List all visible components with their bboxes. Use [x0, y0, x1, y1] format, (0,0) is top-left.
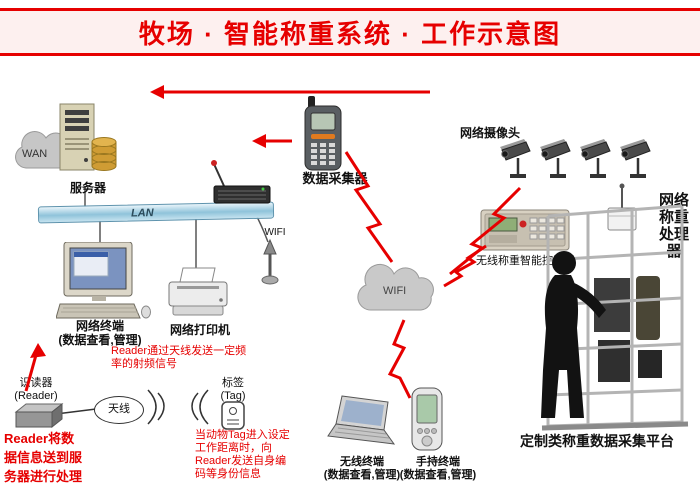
- wireless-terminal-label: 无线终端 (数据查看,管理): [314, 456, 410, 481]
- person-silhouette-icon: [541, 251, 606, 418]
- wireless-terminal-node: [326, 394, 400, 456]
- tag-label-line1: 标签: [222, 377, 244, 389]
- handheld-scanner-icon: [304, 96, 342, 171]
- tag-label-line2: (Tag): [220, 389, 246, 402]
- handheld-terminal-label: 手持终端 (数据查看,管理): [390, 456, 486, 481]
- handheld-terminal-label-line1: 手持终端: [416, 456, 460, 468]
- reader-node: [12, 402, 64, 430]
- antenna-node: 天线: [94, 396, 144, 424]
- network-camera-label: 网络摄像头: [459, 126, 520, 140]
- network-printer-label: 网络打印机: [169, 323, 230, 337]
- wireless-terminal-label-line2: (数据查看,管理): [323, 468, 401, 481]
- cctv-camera-icon: [500, 139, 651, 178]
- server-node: [52, 102, 124, 182]
- reader-label: 识读器 (Reader): [8, 377, 64, 402]
- network-terminal-label: 网络终端 (数据查看,管理): [40, 319, 160, 348]
- rfid-tag-icon: [221, 401, 245, 430]
- printer-icon: [168, 267, 228, 316]
- annotation-reader-to-server: Reader将数据信息送到服务器进行处理: [4, 431, 83, 484]
- tag-node: [216, 400, 250, 432]
- router-node: [210, 158, 274, 208]
- wifi-cloud-label: WIFI: [383, 285, 406, 297]
- network-printer-node: [163, 266, 235, 322]
- data-collector-label: 数据采集器: [302, 171, 368, 186]
- network-terminal-label-line1: 网络终端: [75, 319, 124, 333]
- network-terminal-node: [56, 242, 152, 322]
- data-collector-node: [302, 96, 348, 172]
- wifi-antenna-node: [258, 238, 282, 290]
- wifi-cloud-node: WIFI: [348, 258, 440, 320]
- radio-wave-icon: [147, 389, 157, 425]
- radio-wave-icon: [191, 392, 199, 421]
- radio-wave-icon: [157, 392, 165, 421]
- desktop-computer-icon: [56, 242, 151, 319]
- tag-label: 标签 (Tag): [208, 377, 258, 402]
- reader-box-icon: [14, 402, 64, 429]
- handheld-terminal-node: [406, 386, 448, 454]
- arrowhead-icon: [150, 85, 164, 99]
- radio-wave-icon: [199, 389, 209, 425]
- platform-antenna-node: [596, 182, 644, 236]
- title-banner: 牧场 · 智能称重系统 · 工作示意图: [0, 8, 700, 56]
- operator-person: [522, 248, 614, 426]
- camera-row: [500, 138, 662, 186]
- annotation-reader-rf: Reader通过天线发送一定频率的射频信号: [111, 345, 247, 370]
- network-terminal-label-line2: (数据查看,管理): [58, 332, 142, 347]
- pda-icon: [411, 387, 443, 451]
- laptop-icon: [327, 395, 396, 445]
- antenna-box-icon: [607, 183, 637, 231]
- router-icon: [211, 160, 271, 204]
- wireless-terminal-label-line1: 无线终端: [340, 456, 384, 468]
- antenna-stick-icon: [261, 238, 279, 285]
- cloud-icon: WIFI: [357, 263, 434, 311]
- handheld-terminal-label-line2: (数据查看,管理): [399, 468, 477, 481]
- reader-label-line1: 识读器: [19, 377, 53, 389]
- arrowhead-icon: [252, 134, 266, 148]
- lightning-bolt-icon: [344, 151, 394, 263]
- server-label: 服务器: [69, 181, 106, 195]
- wan-label: WAN: [22, 148, 47, 160]
- reader-label-line2: (Reader): [14, 389, 58, 402]
- wifi-antenna-label: WIFI: [264, 227, 286, 238]
- annotation-tag-behavior: 当动物Tag进入设定工作距离时，向Reader发送自身编码等身份信息: [195, 429, 290, 480]
- platform-label: 定制类称重数据采集平台: [520, 433, 674, 449]
- server-icon: [59, 103, 117, 171]
- page-title: 牧场 · 智能称重系统 · 工作示意图: [138, 18, 562, 49]
- lan-label: LAN: [130, 206, 154, 220]
